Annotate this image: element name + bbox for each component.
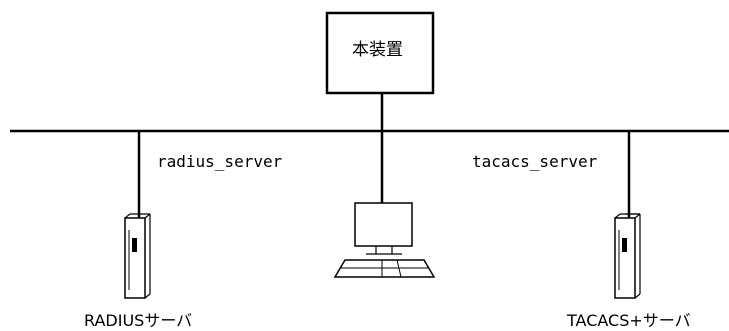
tacacs-link-label: tacacs_server <box>472 152 598 171</box>
tacacs-server-label: TACACS+サーバ <box>567 311 691 330</box>
device-box <box>325 11 435 95</box>
radius-link-label: radius_server <box>157 152 283 171</box>
radius-server-icon <box>124 213 151 299</box>
tacacs-server-icon <box>614 213 641 299</box>
radius-server-label: RADIUSサーバ <box>84 311 193 330</box>
device-label: 本装置 <box>352 40 403 60</box>
terminal-icon <box>333 202 436 278</box>
